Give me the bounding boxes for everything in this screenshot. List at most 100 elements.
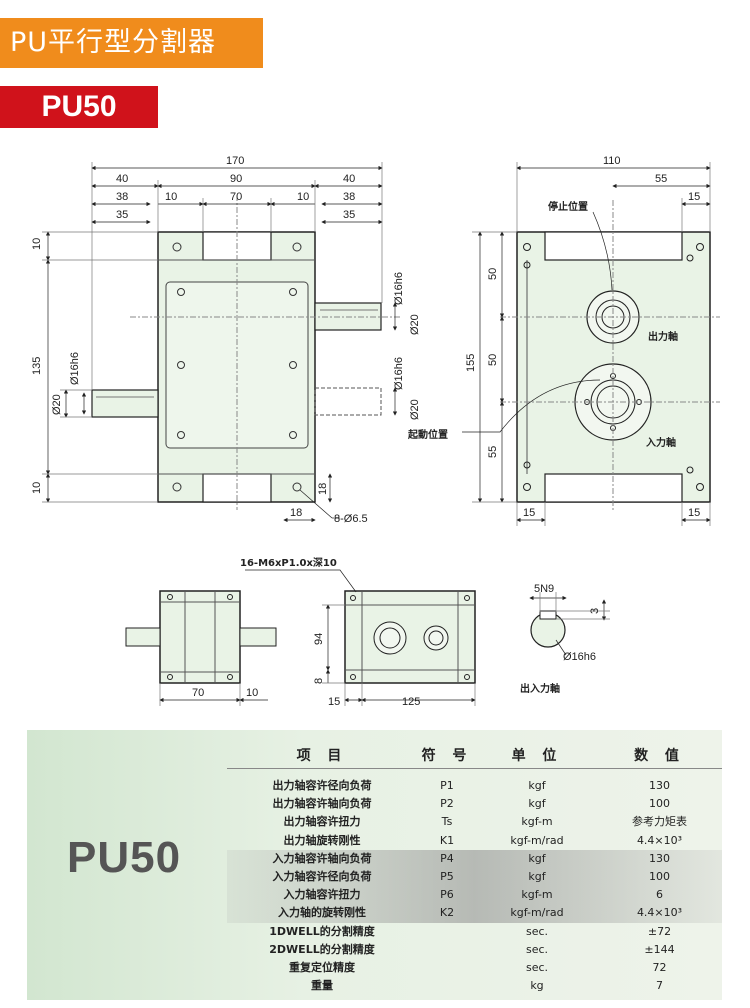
spec-item: 出力轴容许轴向负荷 — [272, 797, 372, 811]
technical-drawing: 170 40 90 40 38 10 70 10 38 35 35 10 135… — [0, 140, 750, 720]
spec-value: 72 — [652, 960, 667, 974]
spec-item: 出力轴容许扭力 — [283, 815, 361, 829]
dim-55-vertical: 55 — [487, 446, 499, 458]
dim-5n9: 5N9 — [534, 583, 554, 595]
spec-unit: kg — [530, 979, 544, 993]
spec-value: 6 — [656, 888, 663, 902]
header-symbol: 符 号 — [421, 748, 473, 764]
page-title: PU平行型分割器 — [0, 18, 263, 68]
side-dimensions — [462, 162, 711, 526]
spec-item: 入力轴的旋转刚性 — [278, 906, 366, 920]
dim-shaft-16h6-right-bottom: Ø16h6 — [393, 357, 405, 390]
spec-unit: kgf — [528, 797, 546, 811]
side-view — [500, 200, 720, 510]
hole-dimensions — [283, 473, 340, 523]
spec-item: 入力轴容许轴向负荷 — [272, 851, 372, 865]
spec-symbol — [417, 941, 477, 959]
dim-18-horizontal: 18 — [290, 507, 302, 519]
spec-unit: kgf-m — [521, 815, 553, 829]
header-divider — [227, 768, 722, 769]
spec-value: 4.4×10³ — [636, 833, 683, 847]
dim-94: 94 — [313, 633, 325, 645]
spec-value: 7 — [656, 979, 663, 993]
dim-155: 155 — [465, 354, 477, 372]
dim-35-right: 35 — [343, 209, 355, 221]
spec-header-row: 项 目 符 号 单 位 数 值 — [227, 743, 722, 769]
dim-shaft-16h6-right-top: Ø16h6 — [393, 272, 405, 305]
spec-unit: kgf — [528, 869, 546, 883]
dim-38-right: 38 — [343, 191, 355, 203]
dim-40-right: 40 — [343, 173, 355, 185]
dim-15-bottom-mid: 15 — [328, 696, 340, 708]
spec-value: ±144 — [644, 942, 675, 956]
spec-unit: kgf — [528, 851, 546, 865]
dim-15-side-top: 15 — [688, 191, 700, 203]
front-top-dimensions — [91, 162, 383, 390]
spec-symbol — [417, 977, 477, 995]
spec-row: 入力轴容许扭力 P6 kgf-m 6 — [227, 886, 722, 905]
spec-symbol: P5 — [440, 869, 454, 883]
dim-10-top: 10 — [31, 238, 43, 250]
spec-row: 重量 kg 7 — [227, 977, 722, 995]
spec-value: 130 — [649, 779, 670, 792]
bottom-view — [344, 590, 476, 684]
spec-unit: kgf-m — [521, 888, 553, 902]
top-view — [125, 590, 277, 684]
dim-15-bottom-left: 15 — [523, 507, 535, 519]
dim-shaft-section: Ø16h6 — [563, 651, 596, 663]
spec-item: 重量 — [311, 979, 333, 993]
shaft-section — [530, 610, 566, 648]
dim-40-left: 40 — [116, 173, 128, 185]
dim-holes: 8-Ø6.5 — [334, 513, 368, 525]
spec-symbol: P6 — [440, 888, 454, 902]
label-io-shaft: 出入力軸 — [520, 682, 560, 695]
label-output-shaft: 出力軸 — [648, 330, 678, 343]
spec-row: 出力轴容许扭力 Ts kgf-m 参考力矩表 — [227, 813, 722, 831]
spec-unit: kgf-m/rad — [510, 906, 564, 920]
dim-50-b: 50 — [487, 354, 499, 366]
dim-shaft-20-right-bottom: Ø20 — [409, 399, 421, 420]
dim-70-bottom: 70 — [192, 687, 204, 699]
spec-item: 入力轴容许扭力 — [283, 888, 361, 902]
model-badge: PU50 — [0, 86, 158, 128]
spec-item: 入力轴容许径向负荷 — [272, 869, 372, 883]
dim-90: 90 — [230, 173, 242, 185]
spec-item: 1DWELL的分割精度 — [269, 924, 375, 938]
spec-unit: sec. — [525, 960, 549, 974]
dim-170: 170 — [226, 155, 244, 167]
spec-model: PU50 — [67, 833, 182, 882]
spec-symbol — [417, 959, 477, 977]
spec-symbol: P1 — [440, 779, 454, 792]
spec-symbol: P2 — [440, 797, 454, 811]
spec-item: 出力轴旋转刚性 — [283, 833, 361, 847]
label-input-shaft: 入力軸 — [646, 436, 676, 449]
spec-value: 130 — [649, 851, 670, 865]
dim-15-bottom-right: 15 — [688, 507, 700, 519]
label-stop-position: 停止位置 — [548, 200, 588, 213]
dim-135: 135 — [31, 357, 43, 375]
spec-unit: sec. — [525, 942, 549, 956]
dim-shaft-16h6-left: Ø16h6 — [69, 352, 81, 385]
spec-value: 参考力矩表 — [632, 815, 687, 829]
dim-50-a: 50 — [487, 268, 499, 280]
dim-10-bottom: 10 — [31, 482, 43, 494]
header-unit: 单 位 — [511, 748, 563, 764]
spec-row: 1DWELL的分割精度 sec. ±72 — [227, 923, 722, 941]
spec-value: ±72 — [647, 924, 672, 938]
dim-3: 3 — [589, 608, 601, 614]
spec-unit: sec. — [525, 924, 549, 938]
label-tap-holes: 16-M6xP1.0x深10 — [240, 556, 337, 569]
spec-value: 4.4×10³ — [636, 906, 683, 920]
front-view — [91, 195, 400, 510]
spec-symbol: Ts — [441, 815, 453, 829]
dim-10-bottom: 10 — [246, 687, 258, 699]
dim-38-left: 38 — [116, 191, 128, 203]
